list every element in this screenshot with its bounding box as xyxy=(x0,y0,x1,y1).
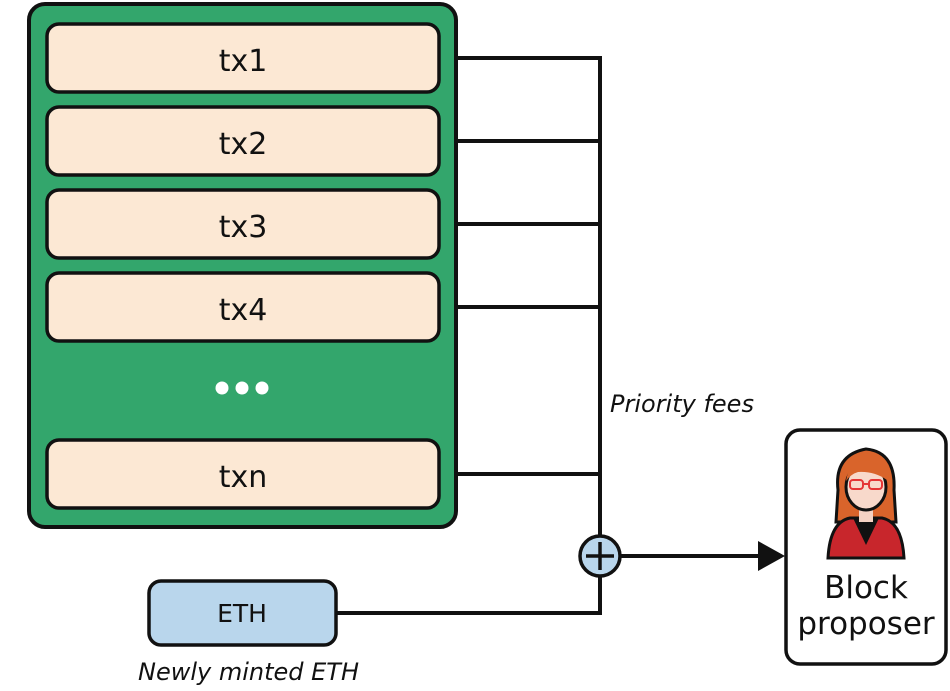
tx-box-4: tx4 xyxy=(45,271,441,343)
fee-connectors xyxy=(336,56,602,615)
tx-box-3: tx3 xyxy=(45,188,441,260)
priority-fees-label: Priority fees xyxy=(610,390,754,418)
tx-box-1: tx1 xyxy=(45,22,441,94)
tx-label: tx2 xyxy=(219,127,268,162)
newly-minted-label: Newly minted ETH xyxy=(138,658,359,686)
tx-label: tx1 xyxy=(219,44,268,79)
sum-plus-icon xyxy=(578,534,622,578)
eth-label: ETH xyxy=(217,599,267,628)
reward-arrow xyxy=(620,541,785,571)
proposer-label-line1: Block xyxy=(824,570,908,606)
ellipsis-dots xyxy=(215,381,269,395)
tx-box-n: txn xyxy=(45,438,441,510)
tx-label: txn xyxy=(219,460,268,495)
tx-label: tx4 xyxy=(219,293,268,328)
eth-box: ETH xyxy=(147,579,338,647)
tx-box-2: tx2 xyxy=(45,105,441,177)
proposer-label-line2: proposer xyxy=(797,606,935,642)
tx-label: tx3 xyxy=(219,210,268,245)
proposer-avatar-icon xyxy=(826,447,906,560)
block-proposer-card: Block proposer xyxy=(784,428,948,666)
